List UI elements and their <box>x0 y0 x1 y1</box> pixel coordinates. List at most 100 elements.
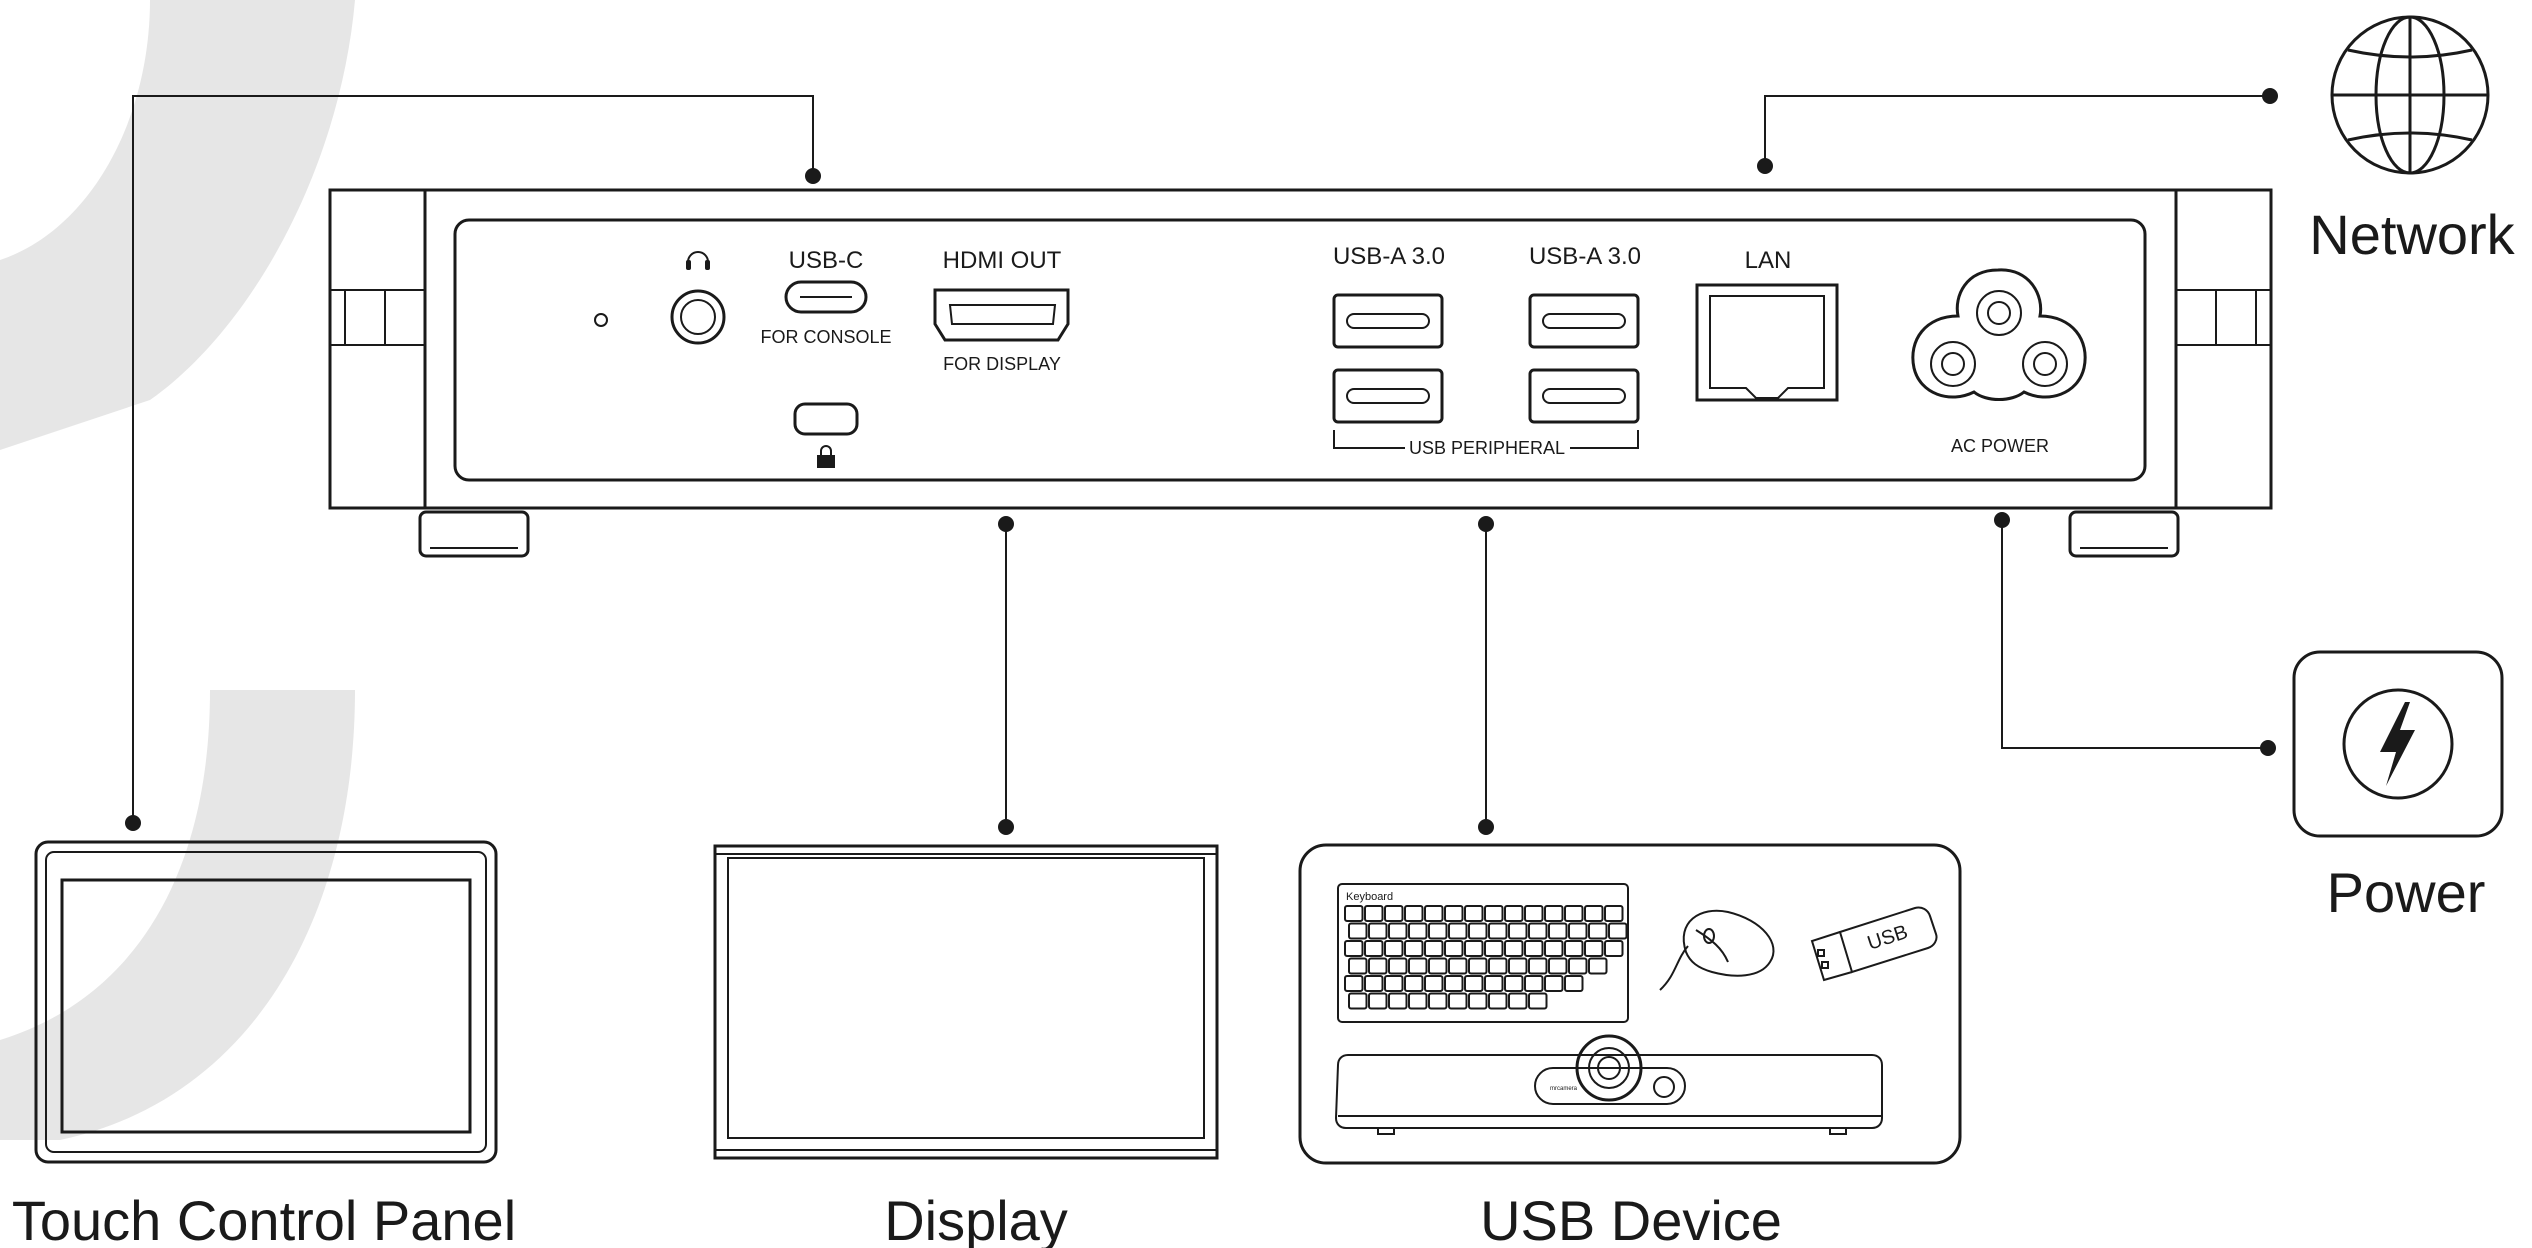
keyboard-key <box>1464 975 1484 992</box>
usb-device-connector <box>1478 516 1494 835</box>
keyboard-key <box>1468 922 1488 940</box>
mouse-icon <box>1659 909 1775 991</box>
keyboard-key <box>1548 957 1568 975</box>
keyboard-key <box>1424 905 1444 922</box>
keyboard-key <box>1444 975 1464 992</box>
keyboard-key <box>1524 975 1544 992</box>
power-label: Power <box>2327 861 2486 924</box>
keyboard-key <box>1604 905 1624 922</box>
touch-panel-label: Touch Control Panel <box>12 1189 516 1248</box>
hdmi-label: HDMI OUT <box>943 247 1062 274</box>
keyboard-key <box>1468 992 1488 1010</box>
headphone-icon <box>686 251 710 270</box>
right-foot <box>2068 510 2180 558</box>
keyboard-key <box>1484 905 1504 922</box>
keyboard-key <box>1504 975 1524 992</box>
keyboard-key <box>1424 975 1444 992</box>
keyboard-key <box>1488 922 1508 940</box>
keyboard-key <box>1404 940 1424 957</box>
keyboard-key <box>1448 957 1468 975</box>
ac-power-label: AC POWER <box>1951 436 2049 456</box>
keyboard-key <box>1568 922 1588 940</box>
usb-a-port[interactable] <box>1528 368 1640 424</box>
keyboard-key <box>1388 957 1408 975</box>
touch-control-panel <box>34 840 498 1164</box>
lan-port[interactable] <box>1695 283 1839 402</box>
keyboard-key <box>1444 905 1464 922</box>
keyboard-key <box>1504 940 1524 957</box>
usb-a-label-1: USB-A 3.0 <box>1333 243 1445 270</box>
keyboard-key <box>1584 940 1604 957</box>
keyboard-key <box>1384 975 1404 992</box>
keyboard-key <box>1428 957 1448 975</box>
keyboard-key <box>1488 992 1508 1010</box>
keyboard-key <box>1344 940 1364 957</box>
lan-label: LAN <box>1745 247 1792 274</box>
keyboard-key <box>1404 905 1424 922</box>
keyboard-key <box>1464 905 1484 922</box>
power-connector <box>1994 512 2276 756</box>
usb-group-label: USB PERIPHERAL <box>1409 438 1565 458</box>
hdmi-sublabel: FOR DISPLAY <box>943 354 1061 374</box>
keyboard-key <box>1448 992 1468 1010</box>
usb-device-label: USB Device <box>1480 1189 1782 1248</box>
keyboard-key <box>1544 940 1564 957</box>
lock-icon <box>817 445 835 468</box>
keyboard-key <box>1484 940 1504 957</box>
hdmi-port[interactable] <box>933 288 1070 342</box>
keyboard-key <box>1348 922 1368 940</box>
network-label: Network <box>2309 203 2515 266</box>
keyboard-key <box>1368 922 1388 940</box>
keyboard-key <box>1364 975 1384 992</box>
keyboard-key <box>1504 905 1524 922</box>
left-foot <box>418 510 530 558</box>
keyboard-key <box>1364 905 1384 922</box>
keyboard-key <box>1464 940 1484 957</box>
kensington-lock-slot[interactable] <box>793 402 859 436</box>
usb-a-label-2: USB-A 3.0 <box>1529 243 1641 270</box>
keyboard-key <box>1424 940 1444 957</box>
camera-brand-label: mrcamera <box>1550 1086 1578 1092</box>
keyboard-key <box>1564 940 1584 957</box>
keyboard-key <box>1384 940 1404 957</box>
keyboard-key <box>1448 922 1468 940</box>
usb-c-label: USB-C <box>789 247 864 274</box>
keyboard-key <box>1524 940 1544 957</box>
reset-pinhole[interactable] <box>594 313 608 327</box>
keyboard-key <box>1484 975 1504 992</box>
keyboard-key <box>1408 922 1428 940</box>
keyboard-icon: Keyboard <box>1337 883 1629 1023</box>
keyboard-key <box>1508 957 1528 975</box>
keyboard-key <box>1388 992 1408 1010</box>
usb-a-port[interactable] <box>1332 293 1444 349</box>
keyboard-key <box>1508 922 1528 940</box>
lightning-icon <box>2342 688 2454 800</box>
touch-panel-connector <box>125 95 821 831</box>
keyboard-key <box>1488 957 1508 975</box>
keyboard-key <box>1428 922 1448 940</box>
keyboard-key <box>1564 975 1584 992</box>
usb-c-port[interactable] <box>784 280 868 314</box>
usb-a-port[interactable] <box>1332 368 1444 424</box>
keyboard-key <box>1468 957 1488 975</box>
keyboard-key <box>1528 992 1548 1010</box>
headphone-jack[interactable] <box>670 289 726 345</box>
usb-a-port[interactable] <box>1528 293 1640 349</box>
keyboard-key <box>1544 975 1564 992</box>
keyboard-key <box>1368 957 1388 975</box>
keyboard-key <box>1528 922 1548 940</box>
keyboard-key <box>1584 905 1604 922</box>
display-connector <box>998 516 1014 835</box>
usb-stick-label: USB <box>1865 921 1911 955</box>
keyboard-key <box>1384 905 1404 922</box>
camera-bar-icon: mrcamera <box>1334 1034 1883 1135</box>
keyboard-key <box>1544 905 1564 922</box>
usb-device-box <box>1298 843 1962 1165</box>
network-connector <box>1757 88 2278 174</box>
ac-power-socket[interactable] <box>1911 268 2087 401</box>
keyboard-key <box>1548 922 1568 940</box>
usb-c-sublabel: FOR CONSOLE <box>760 327 891 347</box>
device-rear-panel <box>328 188 2273 558</box>
globe-icon <box>2330 15 2490 175</box>
